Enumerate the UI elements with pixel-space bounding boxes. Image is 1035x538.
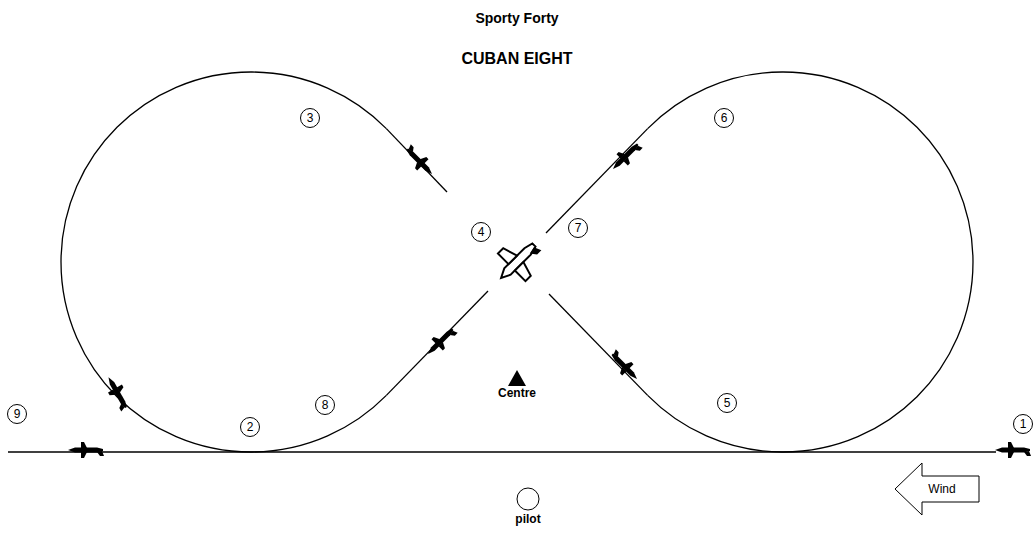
number: 8	[322, 398, 329, 412]
label: pilot	[515, 512, 540, 526]
subtitle: CUBAN EIGHT	[461, 50, 572, 68]
callout-number: 9	[7, 404, 27, 424]
number: 9	[14, 407, 21, 421]
title: Sporty Forty	[475, 10, 558, 26]
number: 2	[247, 420, 254, 434]
callout-number: 7	[568, 218, 588, 238]
callout-number: 4	[471, 222, 491, 242]
triangle-symbol	[508, 370, 526, 386]
callout-number: 3	[300, 108, 320, 128]
number: 6	[721, 111, 728, 125]
callout-number: 6	[714, 108, 734, 128]
number: 5	[724, 396, 731, 410]
callout-number: 5	[717, 393, 737, 413]
label: Wind	[928, 482, 955, 496]
aircraft-icons	[68, 138, 1031, 458]
wind-arrow: Wind	[894, 462, 980, 516]
callout-number: 2	[240, 417, 260, 437]
flight-path	[8, 72, 996, 452]
label: Centre	[498, 386, 536, 400]
pilot-position: pilot	[515, 486, 541, 526]
number: 7	[575, 221, 582, 235]
pilot-circle	[515, 486, 541, 512]
number: 1	[1020, 417, 1027, 431]
callout-number: 8	[315, 395, 335, 415]
number: 3	[307, 111, 314, 125]
number: 4	[478, 225, 485, 239]
centre-marker: Centre	[498, 370, 536, 400]
callout-number: 1	[1013, 414, 1033, 434]
